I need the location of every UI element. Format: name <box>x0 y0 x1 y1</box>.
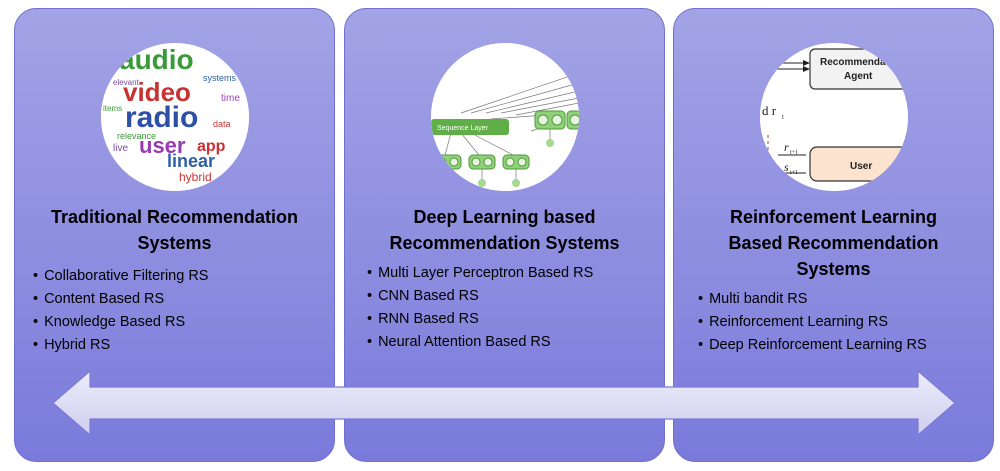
list-item: Reinforcement Learning RS <box>698 311 927 334</box>
svg-text:live: live <box>113 143 128 154</box>
list-item: Collaborative Filtering RS <box>33 265 208 288</box>
svg-text:relevance: relevance <box>117 131 156 141</box>
svg-text:radio: radio <box>125 101 198 134</box>
list-item: Neural Attention Based RS <box>367 331 593 354</box>
traditional-rs-panel: audio elevant systems video time items r… <box>14 8 335 462</box>
network-diagram-image: Sequence Layer <box>430 43 579 191</box>
panel-title: Traditional Recommendation Systems <box>50 207 299 253</box>
list-item: Content Based RS <box>33 288 208 311</box>
svg-text:r: r <box>784 140 789 154</box>
svg-text:app: app <box>197 138 226 155</box>
list-item: Multi Layer Perceptron Based RS <box>367 262 593 285</box>
reinforcement-learning-rs-list: Multi bandit RS Reinforcement Learning R… <box>698 288 927 357</box>
svg-text:d r: d r <box>762 103 777 118</box>
panel-title: Deep Learning based Recommendation Syste… <box>389 207 620 253</box>
panel-title: Reinforcement Learning Based Recommendat… <box>728 207 939 279</box>
svg-text:t: t <box>782 113 784 121</box>
svg-text:user: user <box>139 133 186 158</box>
traditional-rs-list: Collaborative Filtering RS Content Based… <box>33 265 208 357</box>
list-item: Hybrid RS <box>33 334 208 357</box>
svg-text:systems: systems <box>203 73 237 83</box>
svg-text:hybrid: hybrid <box>179 170 212 184</box>
reinforcement-learning-rs-panel: Recommenda Agent d r t r t+1 s t+1 User … <box>673 8 994 462</box>
svg-text:User: User <box>850 161 872 172</box>
word-cloud-image: audio elevant systems video time items r… <box>100 43 249 191</box>
list-item: Knowledge Based RS <box>33 311 208 334</box>
svg-text:t+1: t+1 <box>790 150 798 156</box>
deep-learning-rs-panel: Sequence Layer <box>344 8 665 462</box>
list-item: Multi bandit RS <box>698 288 927 311</box>
list-item: Deep Reinforcement Learning RS <box>698 334 927 357</box>
svg-text:Agent: Agent <box>844 71 873 82</box>
svg-text:items: items <box>103 104 122 113</box>
deep-learning-rs-list: Multi Layer Perceptron Based RS CNN Base… <box>367 262 593 354</box>
svg-text:audio: audio <box>119 44 194 75</box>
svg-text:t+1: t+1 <box>790 170 798 176</box>
list-item: RNN Based RS <box>367 308 593 331</box>
agent-user-diagram-image: Recommenda Agent d r t r t+1 s t+1 User <box>759 43 908 191</box>
svg-text:s: s <box>784 160 789 174</box>
svg-text:elevant: elevant <box>113 78 140 87</box>
svg-text:linear: linear <box>167 151 215 171</box>
svg-text:time: time <box>221 93 240 104</box>
svg-text:data: data <box>213 119 231 129</box>
svg-text:Recommenda: Recommenda <box>820 57 886 68</box>
svg-text:video: video <box>123 77 191 107</box>
svg-text:Sequence Layer: Sequence Layer <box>437 125 489 132</box>
list-item: CNN Based RS <box>367 285 593 308</box>
